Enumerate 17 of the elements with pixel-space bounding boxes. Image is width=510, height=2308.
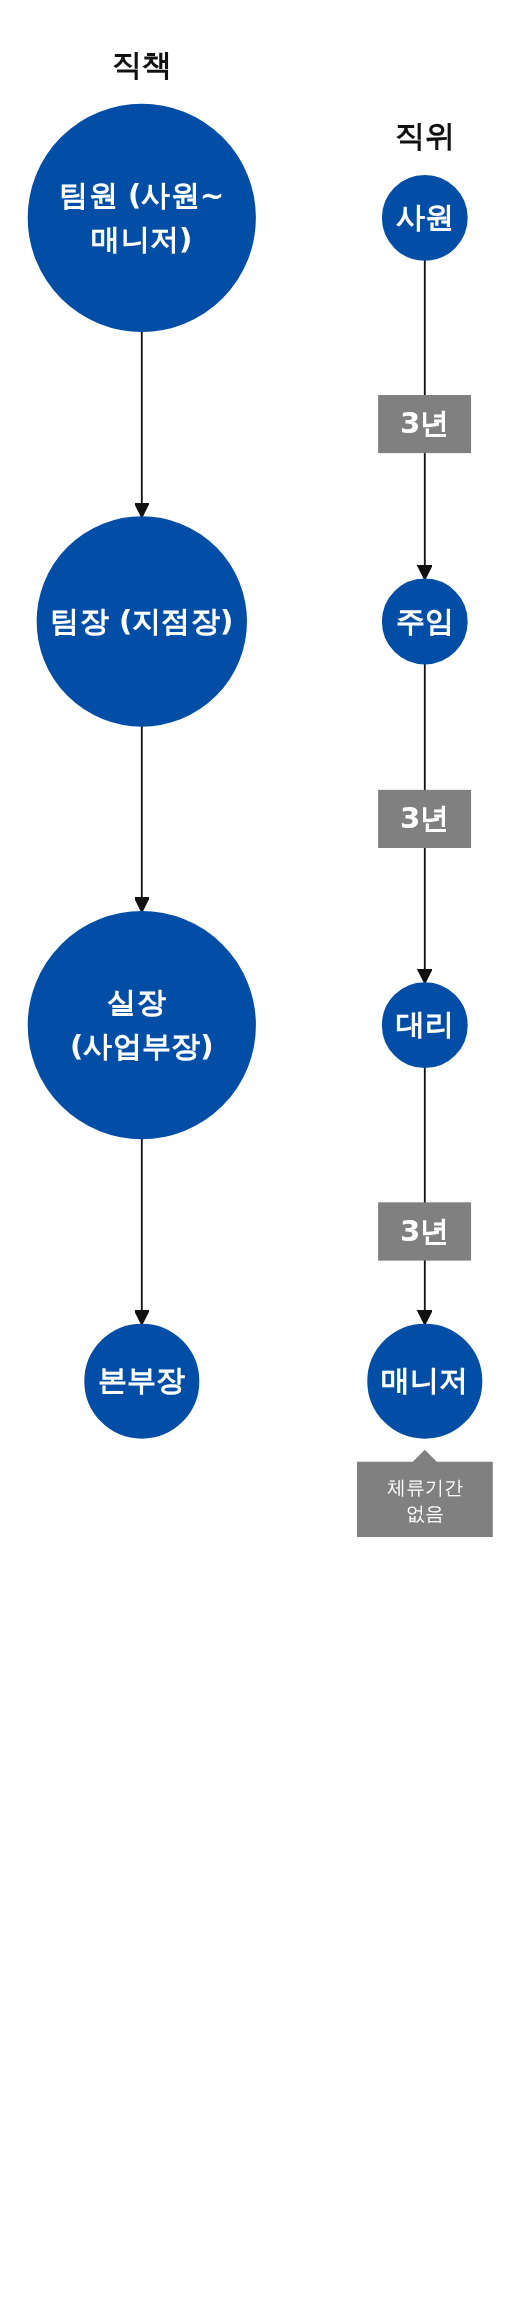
arrow	[133, 724, 150, 913]
node-circle: 매니저	[367, 1323, 483, 1439]
edge-label: 3년	[378, 789, 472, 849]
node-circle: 사원	[381, 174, 468, 261]
node-circle: 실장 (사업부장)	[27, 911, 256, 1140]
duration-callout: 체류기간 없음	[356, 1449, 493, 1537]
node-circle: 본부장	[84, 1323, 200, 1439]
arrow	[133, 1137, 150, 1326]
edge-label: 3년	[378, 1202, 472, 1261]
node-circle: 대리	[381, 982, 468, 1069]
edge-label: 3년	[378, 394, 472, 454]
node-circle: 주임	[381, 578, 468, 665]
section-heading: 직책	[111, 46, 172, 83]
node-circle: 팀장 (지점장)	[36, 516, 247, 727]
arrow	[133, 330, 150, 518]
section-heading: 직위	[394, 117, 455, 154]
node-circle: 팀원 (사원~매니저)	[27, 103, 256, 332]
